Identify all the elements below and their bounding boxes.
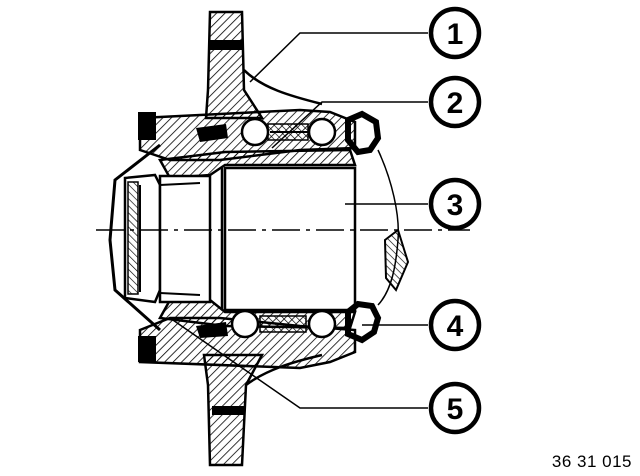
- wheel-flange-bottom: [202, 353, 323, 467]
- callout-1: 1: [428, 6, 482, 60]
- seal-right-top: [345, 110, 382, 156]
- leader-lines: [169, 32, 428, 409]
- hub-outline-right: [377, 149, 410, 306]
- wheel-flange-top: [204, 10, 323, 120]
- callout-5-label: 5: [447, 393, 464, 426]
- callout-2: 2: [428, 75, 482, 129]
- bearing-balls-bottom: [230, 309, 337, 339]
- seal-left: [196, 124, 228, 338]
- callout-1-label: 1: [447, 18, 464, 51]
- drive-cap: [108, 143, 162, 332]
- callout-3-label: 3: [447, 189, 464, 222]
- reference-code: 36 31 015: [551, 452, 632, 471]
- callout-4: 4: [428, 298, 482, 352]
- callout-2-label: 2: [447, 87, 464, 120]
- bearing-balls-top: [240, 117, 337, 147]
- hub-bore: [223, 166, 357, 312]
- callout-3: 3: [428, 177, 482, 231]
- callout-4-label: 4: [447, 310, 464, 343]
- callout-5: 5: [428, 381, 482, 435]
